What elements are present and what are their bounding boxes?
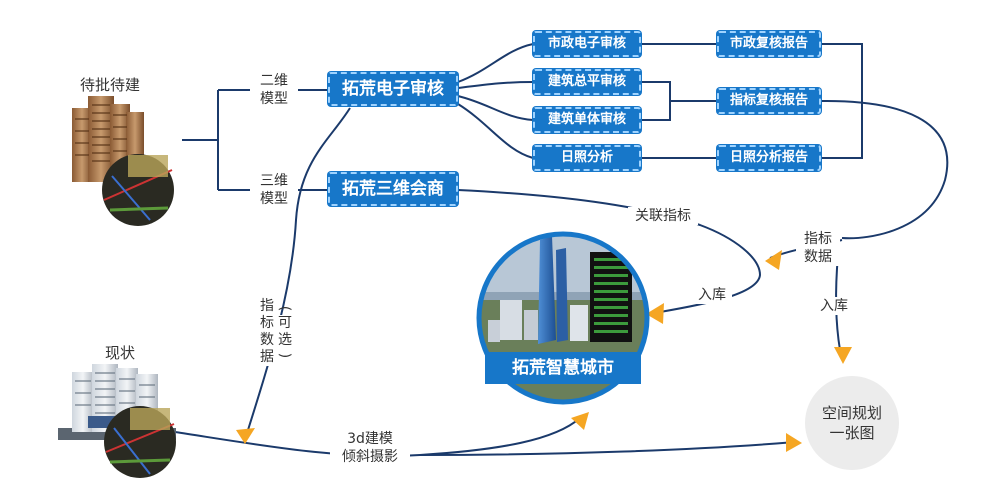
total-plan-review-box[interactable]: 建筑总平审核: [533, 69, 641, 95]
bracket-line: [182, 89, 250, 191]
pending-label: 待批待建: [79, 76, 140, 94]
two-d-model-label: 二维 模型: [260, 73, 288, 107]
result-line-1: 空间规划: [821, 404, 882, 422]
optional-indicator-char-2: 标: [258, 315, 276, 332]
review-to-municipal: [457, 43, 534, 83]
sunlight-analysis-box[interactable]: 日照分析: [533, 145, 641, 171]
reports-collector: [821, 43, 863, 159]
meeting-box[interactable]: 拓荒三维会商: [328, 172, 458, 206]
optional-indicator-char-1: 指: [258, 298, 276, 315]
link-indicator-label: 关联指标: [628, 207, 698, 225]
arrow-to-city: [646, 303, 664, 324]
current-label: 现状: [104, 344, 135, 362]
current-model-thumbnail: [104, 406, 176, 478]
single-building-review-box[interactable]: 建筑单体审核: [533, 107, 641, 133]
optional-char-2: 选: [276, 332, 294, 349]
result-line-2: 一张图: [829, 424, 875, 442]
total-single-to-indicator: [641, 81, 717, 121]
smart-city-label[interactable]: 拓荒智慧城市: [485, 352, 641, 384]
optional-indicator-char-3: 数: [258, 332, 276, 349]
optional-paren-close: ): [276, 352, 293, 359]
arrow-to-result-top: [834, 347, 852, 364]
oblique-to-result: [419, 441, 796, 456]
arrow-to-result-side: [786, 433, 802, 452]
import-label-1: 入库: [692, 286, 732, 304]
optional-indicator-curve: [247, 107, 351, 431]
sunlight-report-box[interactable]: 日照分析报告: [717, 145, 821, 171]
oblique-photo-label: 3d建模 倾斜摄影: [330, 430, 410, 466]
arrowheads: [236, 250, 852, 452]
import-label-2: 入库: [812, 297, 856, 315]
review-box[interactable]: 拓荒电子审核: [328, 72, 458, 106]
municipal-report-box[interactable]: 市政复核报告: [717, 31, 821, 57]
optional-char-1: 可: [276, 315, 294, 332]
arrow-to-data-import: [765, 250, 782, 270]
oblique-curve: [174, 417, 581, 457]
review-to-sunlight: [457, 103, 534, 159]
pending-model-thumbnail: [102, 154, 174, 226]
three-d-model-label: 三维 模型: [260, 173, 288, 207]
review-to-total: [457, 81, 534, 89]
result-circle: [805, 376, 899, 470]
municipal-review-box[interactable]: 市政电子审核: [533, 31, 641, 57]
review-to-single: [457, 95, 534, 121]
indicator-data-label: 指标 数据: [796, 230, 840, 266]
optional-indicator-char-4: 据: [258, 349, 276, 366]
arrow-to-current-model: [236, 428, 255, 444]
arrow-to-city-bottom: [571, 412, 589, 430]
indicator-curve: [820, 99, 949, 240]
indicator-report-box[interactable]: 指标复核报告: [717, 88, 821, 114]
smart-city-text: 拓荒智慧城市: [512, 358, 614, 378]
